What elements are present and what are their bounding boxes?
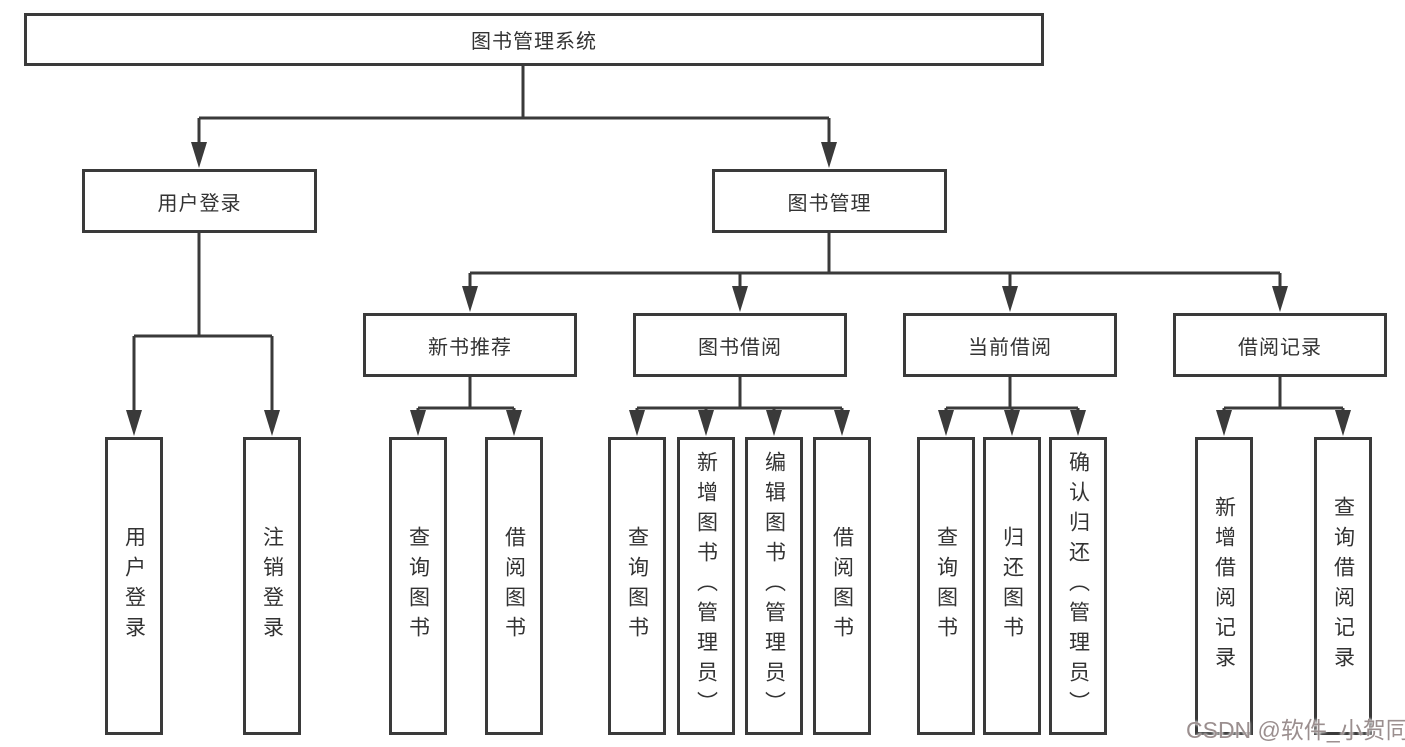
leaf-borrow-edit-books-admin-label: 编辑图书（管理员）: [762, 451, 786, 721]
leaf-records-add-record-label: 新增借阅记录: [1212, 496, 1236, 676]
leaf-borrow-query-books: 查询图书: [608, 437, 666, 735]
leaf-newbook-borrow-books: 借阅图书: [485, 437, 543, 735]
leaf-borrow-borrow-books-label: 借阅图书: [830, 526, 854, 646]
leaf-borrow-edit-books-admin: 编辑图书（管理员）: [745, 437, 803, 735]
node-user-login: 用户登录: [82, 169, 317, 233]
leaf-newbook-borrow-books-label: 借阅图书: [502, 526, 526, 646]
leaf-borrow-query-books-label: 查询图书: [625, 526, 649, 646]
node-user-login-label: 用户登录: [157, 192, 242, 215]
node-current-borrow: 当前借阅: [903, 313, 1117, 377]
node-root-system: 图书管理系统: [24, 13, 1044, 66]
leaf-current-confirm-return-admin-label: 确认归还（管理员）: [1066, 451, 1090, 721]
leaf-current-return-books-label: 归还图书: [1000, 526, 1024, 646]
node-book-borrow: 图书借阅: [633, 313, 847, 377]
leaf-newbook-query-books-label: 查询图书: [406, 526, 430, 646]
leaf-borrow-add-books-admin: 新增图书（管理员）: [677, 437, 735, 735]
leaf-newbook-query-books: 查询图书: [389, 437, 447, 735]
node-new-book-recommend-label: 新书推荐: [428, 336, 512, 359]
leaf-borrow-borrow-books: 借阅图书: [813, 437, 871, 735]
leaf-user-login-label: 用户登录: [122, 526, 146, 646]
node-current-borrow-label: 当前借阅: [968, 336, 1052, 359]
csdn-watermark: CSDN @软件_小贺同学: [1186, 717, 1405, 743]
leaf-user-login: 用户登录: [105, 437, 163, 735]
node-borrow-records: 借阅记录: [1173, 313, 1387, 377]
leaf-records-query-record: 查询借阅记录: [1314, 437, 1372, 735]
leaf-logout: 注销登录: [243, 437, 301, 735]
leaf-records-add-record: 新增借阅记录: [1195, 437, 1253, 735]
leaf-current-confirm-return-admin: 确认归还（管理员）: [1049, 437, 1107, 735]
leaf-current-query-books-label: 查询图书: [934, 526, 958, 646]
leaf-borrow-add-books-admin-label: 新增图书（管理员）: [694, 451, 718, 721]
node-root-label: 图书管理系统: [471, 31, 597, 53]
node-book-borrow-label: 图书借阅: [698, 336, 782, 359]
leaf-records-query-record-label: 查询借阅记录: [1331, 496, 1355, 676]
node-book-management-label: 图书管理: [787, 192, 872, 215]
leaf-logout-label: 注销登录: [260, 526, 284, 646]
arrowheads: [126, 142, 1351, 436]
node-borrow-records-label: 借阅记录: [1238, 336, 1322, 359]
node-book-management: 图书管理: [712, 169, 947, 233]
leaf-current-query-books: 查询图书: [917, 437, 975, 735]
node-new-book-recommend: 新书推荐: [363, 313, 577, 377]
leaf-current-return-books: 归还图书: [983, 437, 1041, 735]
